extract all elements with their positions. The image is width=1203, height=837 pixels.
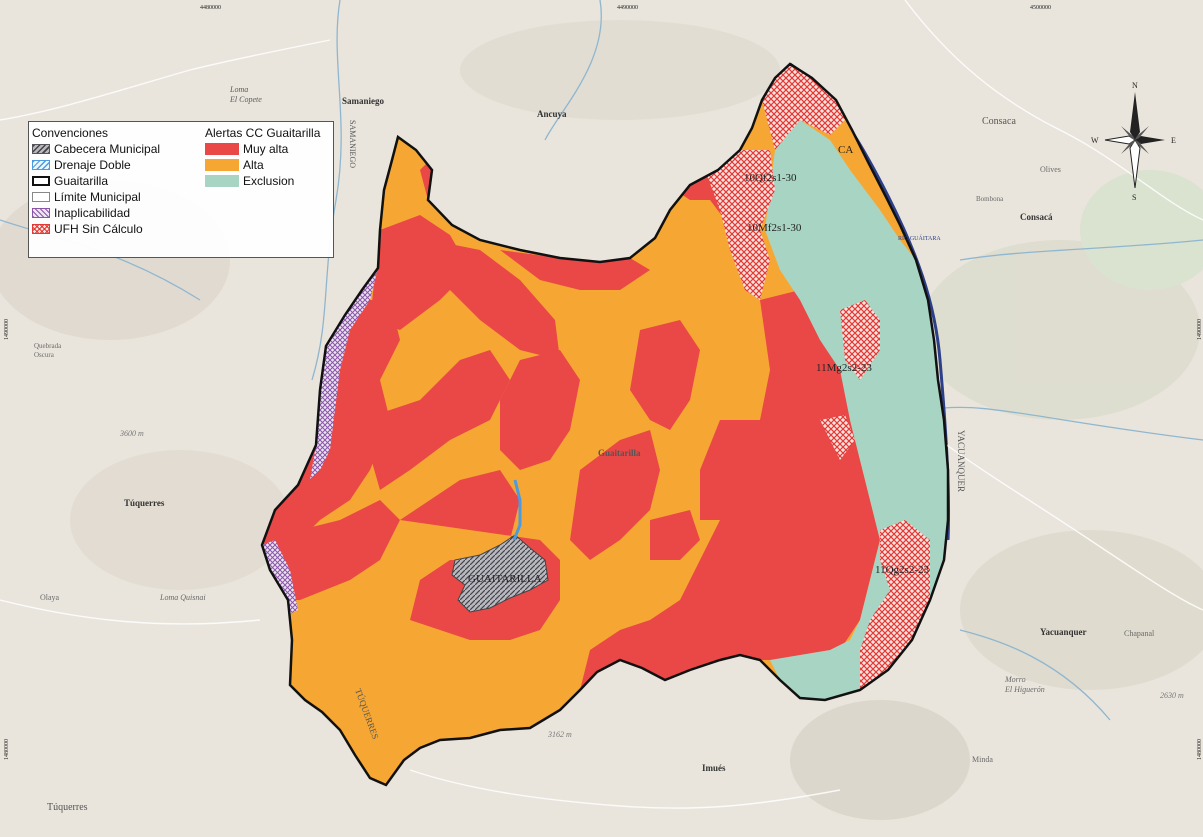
grid-label-left-2: 1480000 xyxy=(4,739,10,760)
hatch-gray-swatch-icon xyxy=(32,144,50,154)
compass-e: E xyxy=(1171,136,1176,145)
grid-labels: 4480000 4490000 4500000 1490000 1480000 … xyxy=(4,5,1203,760)
legend-item-drenaje-doble: Drenaje Doble xyxy=(32,157,202,173)
grid-label-top-3: 4500000 xyxy=(1030,5,1051,11)
cabecera-municipal-area xyxy=(451,534,549,613)
exclusion-swatch-icon xyxy=(205,175,239,187)
label-samaniego-road: SAMANIEGO xyxy=(348,120,357,168)
compass-w: W xyxy=(1091,136,1099,145)
unit-labels: CA 10Qf2s1-30 10Mf2s1-30 11Mg2s2-23 11Qg… xyxy=(468,144,929,585)
unit-10mf2s1-30: 10Mf2s1-30 xyxy=(747,222,802,234)
label-olives: Olives xyxy=(1040,165,1061,174)
legend-conventions: Convenciones Cabecera Municipal Drenaje … xyxy=(32,125,202,237)
drenaje-doble xyxy=(512,479,522,541)
legend-label: Exclusion xyxy=(243,174,295,188)
compass-s: S xyxy=(1132,193,1136,202)
grid-label-left-1: 1490000 xyxy=(4,319,10,340)
legend-alerts: Alertas CC Guaitarilla Muy alta Alta Exc… xyxy=(205,125,333,189)
legend-item-exclusion: Exclusion xyxy=(205,173,333,189)
grid-label-right-2: 1480000 xyxy=(1197,739,1203,760)
label-consaca-2: Consacá xyxy=(1020,212,1053,222)
label-loma-quisnai: Loma Quisnai xyxy=(159,593,206,602)
grid-label-right-1: 1490000 xyxy=(1197,319,1203,340)
legend-item-limite-municipal: Límite Municipal xyxy=(32,189,202,205)
map-legend: Convenciones Cabecera Municipal Drenaje … xyxy=(28,121,334,258)
label-guaitarilla-town: Guaitarilla xyxy=(598,448,641,458)
label-yacuanquer-road: YACUANQUER xyxy=(956,430,966,492)
terrain-shading xyxy=(0,20,1203,820)
label-minda: Minda xyxy=(972,755,993,764)
label-ancuya: Ancuya xyxy=(537,109,567,119)
legend-label: Cabecera Municipal xyxy=(54,142,161,156)
compass-n: N xyxy=(1132,81,1138,90)
grid-label-top-2: 4490000 xyxy=(617,5,638,11)
label-olaya: Olaya xyxy=(40,593,60,602)
unit-11qg2s2-23: 11Qg2s2-23 xyxy=(875,564,929,576)
legend-item-cabecera-municipal: Cabecera Municipal xyxy=(32,141,202,157)
label-chapanal: Chapanal xyxy=(1124,629,1155,638)
legend-item-guaitarilla: Guaitarilla xyxy=(32,173,202,189)
label-imues: Imués xyxy=(702,763,726,773)
label-samaniego: Samaniego xyxy=(342,96,385,106)
label-rio-guaitara: RÍO GUÁITARA xyxy=(898,234,941,242)
legend-label: Alta xyxy=(243,158,264,172)
hatch-blue-swatch-icon xyxy=(32,160,50,170)
unit-ca: CA xyxy=(838,144,853,156)
zone-ufh-sin-calculo xyxy=(705,64,930,690)
unit-11mg2s2-23: 11Mg2s2-23 xyxy=(816,362,872,374)
hatch-purple-swatch-icon xyxy=(32,208,50,218)
zone-inaplicabilidad xyxy=(262,268,378,615)
label-tuquerres-1: Túquerres xyxy=(124,498,165,508)
hatch-red-swatch-icon xyxy=(32,224,50,234)
label-altitude-3162: 3162 m xyxy=(547,730,572,739)
legend-label: Drenaje Doble xyxy=(54,158,131,172)
legend-label: Guaitarilla xyxy=(54,174,109,188)
label-bombona: Bombona xyxy=(976,195,1004,203)
legend-item-ufh-sin-calculo: UFH Sin Cálculo xyxy=(32,221,202,237)
legend-item-alta: Alta xyxy=(205,157,333,173)
label-tuquerres-2: Túquerres xyxy=(47,802,88,813)
label-altitude-3600: 3600 m xyxy=(119,429,144,438)
outline-black-swatch-icon xyxy=(32,176,50,186)
roads xyxy=(0,0,1203,809)
alta-swatch-icon xyxy=(205,159,239,171)
legend-item-muy-alta: Muy alta xyxy=(205,141,333,157)
label-guaitarilla-cabecera: GUAITARILLA xyxy=(468,573,542,585)
legend-item-inaplicabilidad: Inaplicabilidad xyxy=(32,205,202,221)
legend-label: Muy alta xyxy=(243,142,289,156)
label-yacuanquer: Yacuanquer xyxy=(1040,627,1087,637)
guaitarilla-boundary xyxy=(260,62,950,787)
legend-alerts-title: Alertas CC Guaitarilla xyxy=(205,126,321,140)
legend-label: Inaplicabilidad xyxy=(54,206,131,220)
grid-label-top-1: 4480000 xyxy=(200,5,221,11)
muy-alta-swatch-icon xyxy=(205,143,239,155)
legend-title: Convenciones xyxy=(32,126,109,140)
unit-10qf2s1-30: 10Qf2s1-30 xyxy=(744,172,797,184)
legend-label: Límite Municipal xyxy=(54,190,141,204)
outline-gray-swatch-icon xyxy=(32,192,50,202)
compass-rose: N S W E xyxy=(1091,81,1176,202)
label-consaca-1: Consaca xyxy=(982,116,1016,127)
legend-label: UFH Sin Cálculo xyxy=(54,222,143,236)
label-altitude-2630: 2630 m xyxy=(1160,691,1184,700)
